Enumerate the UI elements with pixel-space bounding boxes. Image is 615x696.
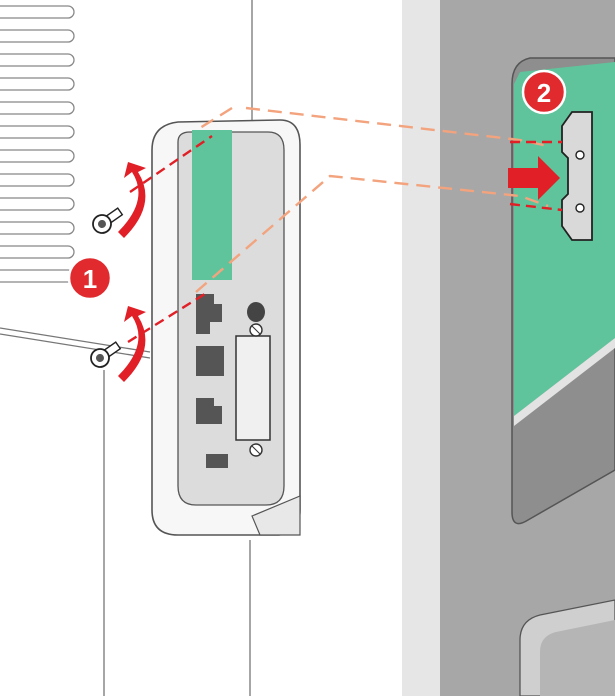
step-number-2: 2: [537, 78, 551, 108]
usb-port-large: [196, 346, 224, 376]
step-number-1: 1: [83, 264, 97, 294]
step-badge-1: 1: [69, 257, 111, 299]
system-board-edge: [192, 130, 232, 280]
side-panel: [402, 0, 615, 696]
small-port: [206, 454, 228, 468]
step-badge-2: 2: [523, 71, 565, 113]
option-port: [236, 324, 270, 456]
